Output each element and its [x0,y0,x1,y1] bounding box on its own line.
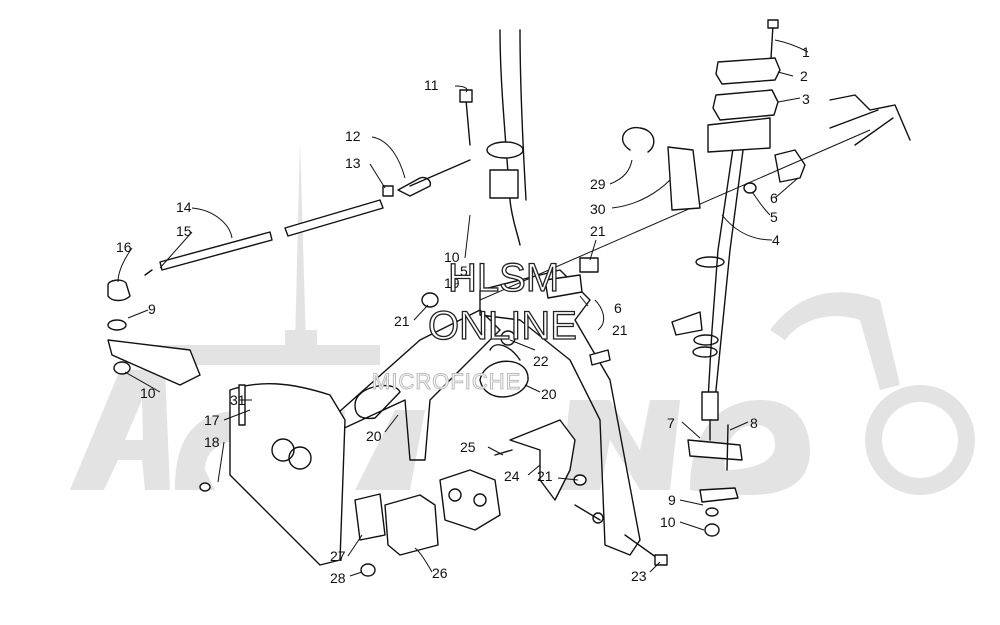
cable-clamps [354,344,529,420]
shield-plate [199,383,346,566]
callout-14: 14 [176,199,192,215]
site-watermark: HLSM ONLINE MICROFICHE [372,255,578,394]
callout-22: 22 [533,353,549,369]
upper-clamps [712,19,781,121]
callout-18: 18 [204,434,220,450]
callout-12: 12 [345,128,361,144]
handlebar-post [459,29,527,246]
callout-2: 2 [800,68,808,84]
callout-21-quaternary: 21 [537,468,553,484]
callout-24: 24 [504,468,520,484]
callout-20-secondary: 20 [541,386,557,402]
callout-10-tertiary: 10 [660,514,676,530]
callout-10: 10 [140,385,156,401]
callout-7: 7 [667,415,675,431]
tie-rod-assembly [107,159,471,386]
callout-5: 5 [770,209,778,225]
callout-20: 20 [366,428,382,444]
callout-31: 31 [230,392,246,408]
watermark-line-1: HLSM [448,256,559,300]
callout-9: 9 [148,301,156,317]
callout-16: 16 [116,239,132,255]
callout-1: 1 [802,44,810,60]
callout-21-tertiary: 21 [612,322,628,338]
callout-3: 3 [802,91,810,107]
lower-hardware [573,424,743,566]
steering-post [671,117,771,441]
callout-28: 28 [330,570,346,586]
electrical-block [354,469,501,577]
callout-27: 27 [330,548,346,564]
callout-29: 29 [590,176,606,192]
callout-15: 15 [176,223,192,239]
callout-21-secondary: 21 [394,313,410,329]
callout-5-secondary: 5 [460,263,468,279]
callout-21: 21 [590,223,606,239]
watermark-line-2: ONLINE [428,304,577,348]
callout-25: 25 [460,439,476,455]
callout-labels: 1 2 3 4 5 5 6 6 7 8 9 9 10 10 10 11 12 1… [116,44,810,586]
retainer-and-pad [621,126,701,211]
callout-23: 23 [631,568,647,584]
upper-right-bolts [743,94,911,194]
callout-8: 8 [750,415,758,431]
callout-10-secondary: 10 [444,249,460,265]
leader-lines [117,39,809,577]
callout-11: 11 [424,77,439,93]
callout-4: 4 [772,232,780,248]
callout-6-secondary: 6 [614,300,622,316]
callout-19: 19 [444,275,460,291]
callout-17: 17 [204,412,220,428]
steering-frame [329,257,641,556]
callout-6: 6 [770,190,778,206]
alignment-line [479,129,871,301]
callout-30: 30 [590,201,606,217]
callout-26: 26 [432,565,448,581]
logo-watermark [70,140,975,495]
callout-13: 13 [345,155,361,171]
watermark-line-3: MICROFICHE [372,369,521,394]
callout-9-secondary: 9 [668,492,676,508]
mounting-bracket [494,419,576,501]
